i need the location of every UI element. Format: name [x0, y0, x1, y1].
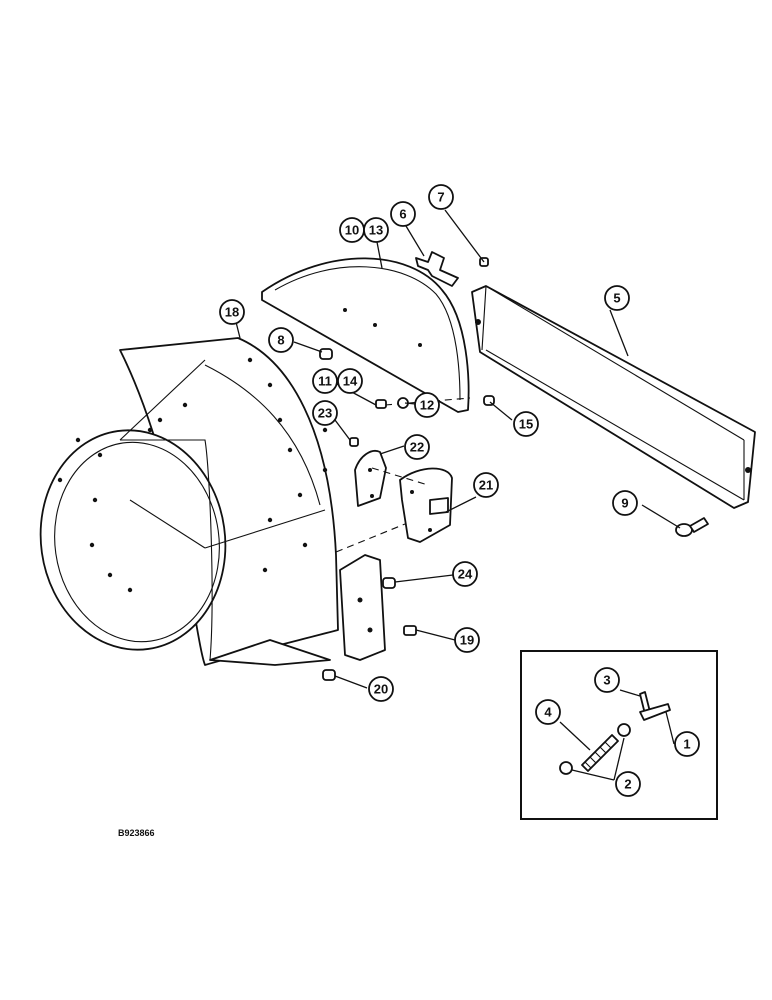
svg-text:4: 4 [544, 705, 552, 720]
svg-text:19: 19 [460, 633, 474, 648]
svg-text:3: 3 [603, 673, 610, 688]
callout-2: 2 [615, 771, 641, 797]
callout-22: 22 [404, 434, 430, 460]
svg-text:14: 14 [343, 374, 358, 389]
svg-text:22: 22 [410, 440, 424, 455]
callout-1: 1 [674, 731, 700, 757]
channel-drawing [471, 285, 756, 509]
svg-text:13: 13 [369, 223, 383, 238]
callout-7: 7 [428, 184, 454, 210]
callout-23: 23 [312, 400, 338, 426]
callout-3: 3 [594, 667, 620, 693]
svg-text:20: 20 [374, 682, 388, 697]
svg-text:18: 18 [225, 305, 239, 320]
svg-text:24: 24 [458, 567, 473, 582]
svg-text:9: 9 [621, 496, 628, 511]
svg-text:23: 23 [318, 406, 332, 421]
callout-10: 10 [339, 217, 365, 243]
plate-22-drawing [354, 450, 387, 507]
svg-text:12: 12 [420, 398, 434, 413]
svg-text:10: 10 [345, 223, 359, 238]
callout-9: 9 [612, 490, 638, 516]
callout-19: 19 [454, 627, 480, 653]
callout-5: 5 [604, 285, 630, 311]
svg-text:15: 15 [519, 417, 533, 432]
callout-14: 14 [337, 368, 363, 394]
svg-text:2: 2 [624, 777, 631, 792]
curved-shield-drawing [261, 257, 470, 413]
drawing-id: B923866 [118, 828, 155, 838]
callout-8: 8 [268, 327, 294, 353]
inset-detail [520, 650, 718, 820]
callout-18: 18 [219, 299, 245, 325]
bracket-drawing [415, 251, 459, 287]
callout-4: 4 [535, 699, 561, 725]
callout-20: 20 [368, 676, 394, 702]
callout-11: 11 [312, 368, 338, 394]
svg-text:1: 1 [683, 737, 690, 752]
callout-12: 12 [414, 392, 440, 418]
plate-21-drawing [399, 467, 453, 543]
callout-24: 24 [452, 561, 478, 587]
svg-text:8: 8 [277, 333, 284, 348]
callout-21: 21 [473, 472, 499, 498]
svg-text:11: 11 [318, 374, 332, 389]
support-bracket-drawing [339, 554, 386, 661]
fan-housing-drawing [39, 312, 339, 666]
callout-13: 13 [363, 217, 389, 243]
svg-text:5: 5 [613, 291, 620, 306]
callout-15: 15 [513, 411, 539, 437]
callout-6: 6 [390, 201, 416, 227]
svg-text:21: 21 [479, 478, 493, 493]
svg-text:6: 6 [399, 207, 406, 222]
svg-text:7: 7 [437, 190, 444, 205]
